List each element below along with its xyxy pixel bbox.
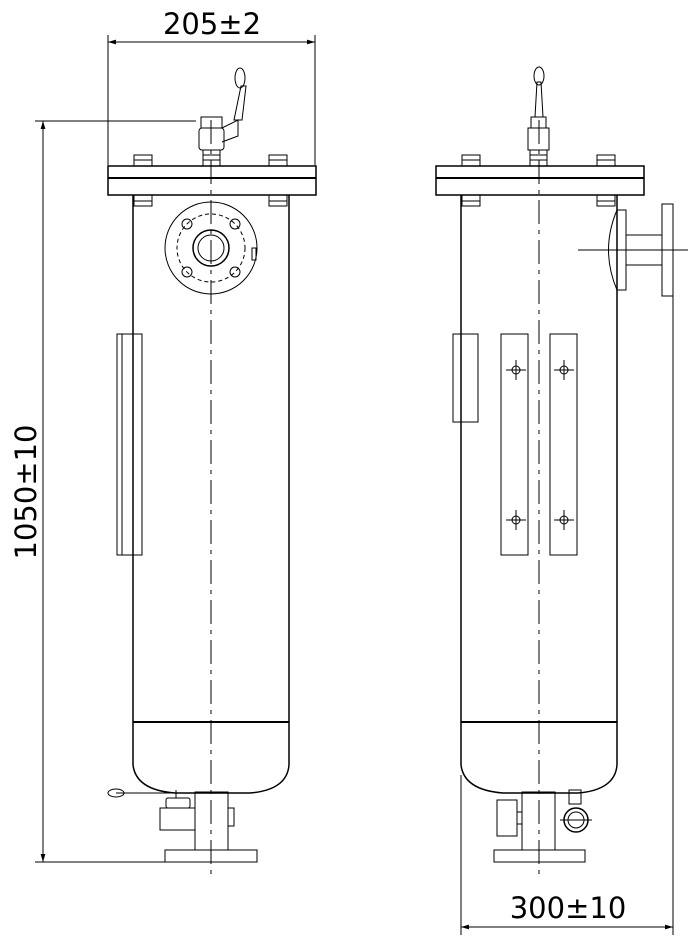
inlet-nozzle-side: [578, 203, 688, 297]
drain-assembly-front: [107, 788, 258, 863]
front-view: [107, 67, 317, 880]
bolt-top-right: [268, 154, 288, 207]
mount-rail-right: [549, 333, 578, 556]
lid-flange-side: [435, 165, 645, 196]
side-view: [435, 66, 688, 880]
height-label: 1050±10: [9, 424, 43, 559]
dimension-height: [35, 120, 196, 863]
bolt-side-right: [596, 154, 616, 207]
side-plate-side: [452, 333, 479, 423]
bolt-side-left: [461, 154, 481, 207]
dimension-bottom-width: [460, 275, 674, 935]
vent-valve-front: [198, 67, 247, 167]
mount-rail-left: [500, 333, 529, 556]
bolt-top-left: [133, 154, 153, 207]
top-width-label: 205±2: [163, 7, 261, 41]
dimension-top-width: [107, 35, 316, 165]
side-plate-front: [116, 333, 143, 556]
bottom-width-label: 300±10: [510, 891, 627, 925]
lid-flange: [107, 165, 317, 196]
drain-assembly-side: [493, 789, 592, 863]
bottom-head-front: [132, 764, 290, 794]
bottom-head-side: [460, 764, 618, 794]
